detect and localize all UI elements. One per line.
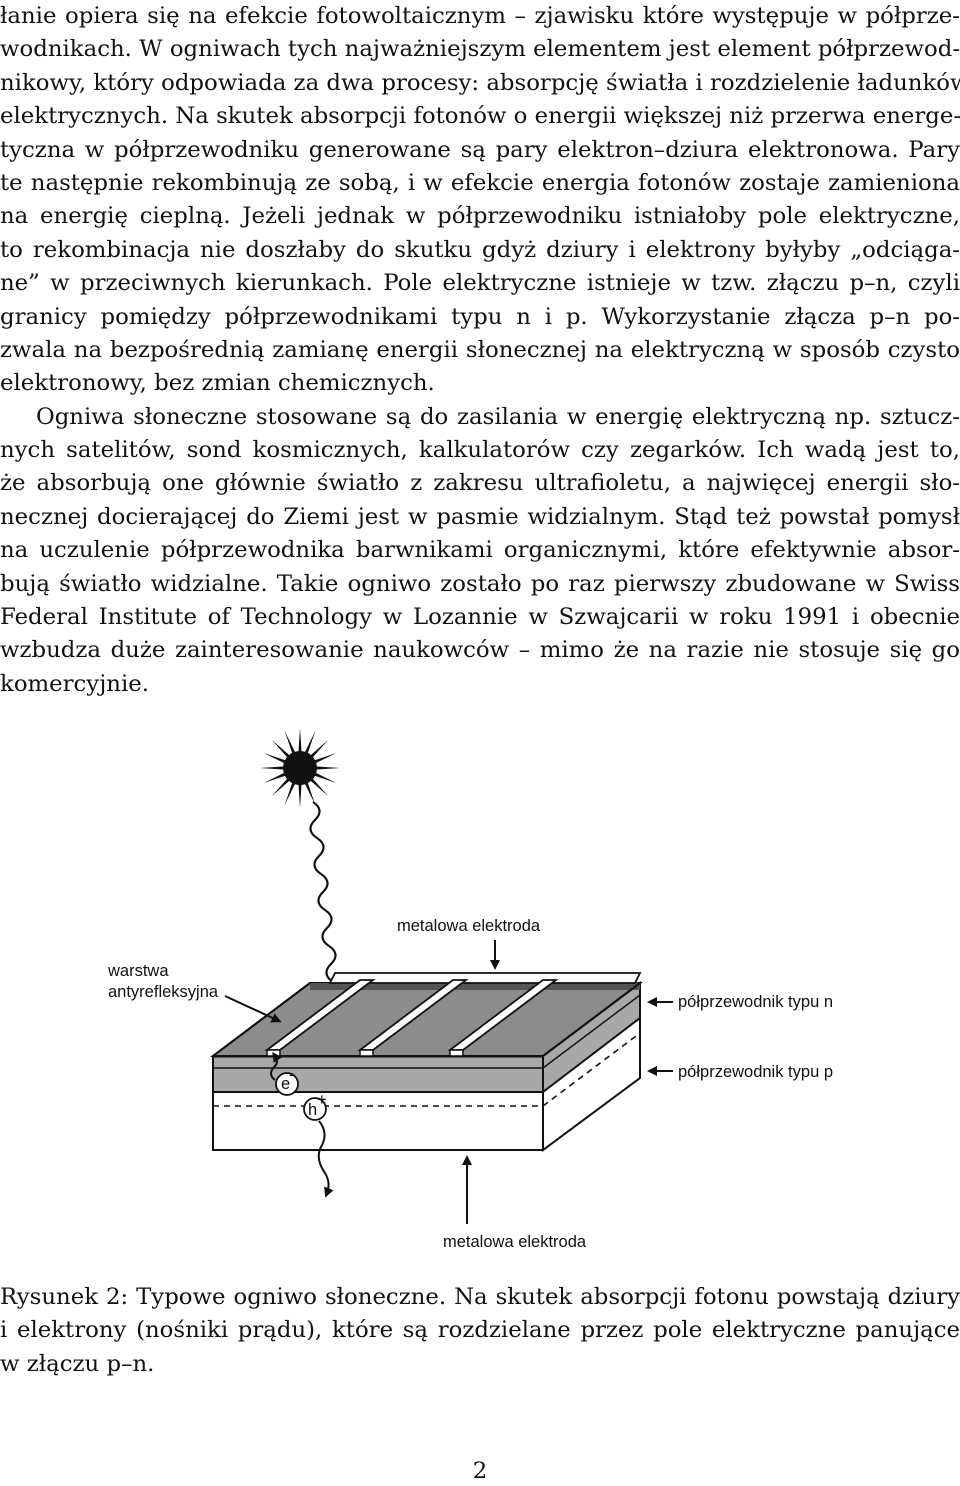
sun-ray (303, 780, 316, 805)
caption-line: Rysunek 2: Typowe ogniwo słoneczne. Na s… (0, 1284, 960, 1310)
electron-symbol: e (281, 1075, 290, 1093)
sun-ray (260, 766, 287, 770)
label-p-type: półprzewodnik typu p (678, 1063, 833, 1081)
sun-ray (298, 728, 302, 755)
sun-rays (260, 728, 340, 808)
text-line: elektrycznych. Na skutek absorpcji foton… (0, 103, 960, 130)
sun-ray (312, 771, 337, 784)
sun-ray (284, 731, 297, 756)
sun-ray (313, 766, 340, 770)
solar-cell-block (210, 972, 643, 1152)
text-line: necznej docierającej do Ziemi jest w pas… (0, 503, 960, 530)
hole-symbol: h (308, 1101, 317, 1119)
paragraph-1: łanie opiera się na efekcie fotowoltaicz… (0, 0, 960, 401)
sun-ray (263, 752, 288, 765)
text-line: granicy pomiędzy półprzewodnikami typu n… (0, 303, 960, 330)
sun-ray (308, 776, 329, 797)
text-line: nikowy, który odpowiada za dwa procesy: … (0, 69, 960, 96)
text-line: wodnikach. W ogniwach tych najważniejszy… (0, 36, 960, 63)
text-line: Federal Institute of Technology w Lozann… (0, 604, 960, 631)
sun-ray (312, 752, 337, 765)
solar-cell-figure: e - h + metalowa elektroda warstwa antyr… (95, 718, 870, 1258)
sun-icon (260, 728, 340, 808)
text-line: te następnie rekombinują ze sobą, i w ef… (0, 169, 960, 196)
caption-line: i elektrony (nośniki prądu), które są ro… (0, 1317, 960, 1344)
caption-line: w złączu p–n. (0, 1350, 155, 1377)
sun-ray (271, 739, 292, 760)
body-text: łanie opiera się na efekcie fotowoltaicz… (0, 0, 960, 701)
text-line: na energię cieplną. Jeżeli jednak w półp… (0, 203, 960, 230)
text-line: na uczulenie półprzewodnika barwnikami o… (0, 537, 960, 564)
page-number: 2 (472, 1458, 488, 1484)
sun-ray (308, 739, 329, 760)
hole-sign: + (317, 1091, 327, 1109)
text-line: łanie opiera się na efekcie fotowoltaicz… (0, 3, 960, 29)
text-line: tyczna w półprzewodniku generowane są pa… (0, 136, 960, 163)
text-line: komercyjnie. (0, 670, 149, 697)
paragraph-2: Ogniwa słoneczne stosowane są do zasilan… (0, 401, 960, 702)
text-line: bują światło widzialne. Takie ogniwo zos… (0, 570, 960, 597)
text-line: nych satelitów, sond kosmicznych, kalkul… (0, 437, 960, 464)
label-antireflective-1: warstwa (107, 962, 169, 980)
electron-carrier: e - (270, 1051, 299, 1096)
hole-carrier: h + (303, 1091, 334, 1198)
electron-sign: - (289, 1066, 295, 1084)
text-line: ne” w przeciwnych kierunkach. Pole elekt… (0, 270, 960, 297)
label-top-electrode: metalowa elektroda (397, 917, 541, 935)
sun-ray (271, 776, 292, 797)
figure-caption: Rysunek 2: Typowe ogniwo słoneczne. Na s… (0, 1280, 960, 1380)
text-line: że absorbują one głównie światło z zakre… (0, 470, 960, 497)
label-antireflective-2: antyrefleksyjna (108, 983, 219, 1001)
label-bottom-electrode: metalowa elektroda (443, 1233, 587, 1251)
sun-ray (298, 781, 302, 808)
text-line: zwala na bezpośrednią zamianę energii sł… (0, 336, 960, 363)
text-line: elektronowy, bez zmian chemicznych. (0, 370, 435, 397)
text-line: to rekombinacja nie doszłaby do skutku g… (0, 236, 960, 263)
sun-ray (284, 780, 297, 805)
text-line: Ogniwa słoneczne stosowane są do zasilan… (36, 403, 960, 430)
sun-ray (303, 731, 316, 756)
sun-ray (263, 771, 288, 784)
label-n-type: półprzewodnik typu n (678, 993, 833, 1011)
text-line: wzbudza duże zainteresowanie naukowców –… (0, 637, 960, 664)
